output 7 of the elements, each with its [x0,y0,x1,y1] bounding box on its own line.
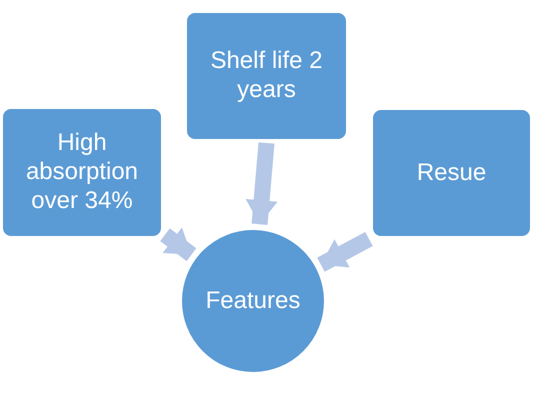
block-arrow [317,232,373,272]
feature-box: High absorption over 34% [1,107,163,238]
feature-box: Shelf life 2 years [185,11,348,141]
block-arrow [246,142,278,225]
block-arrow [160,227,196,262]
topic-circle: Features [180,228,326,374]
feature-box: Resue [371,108,532,238]
